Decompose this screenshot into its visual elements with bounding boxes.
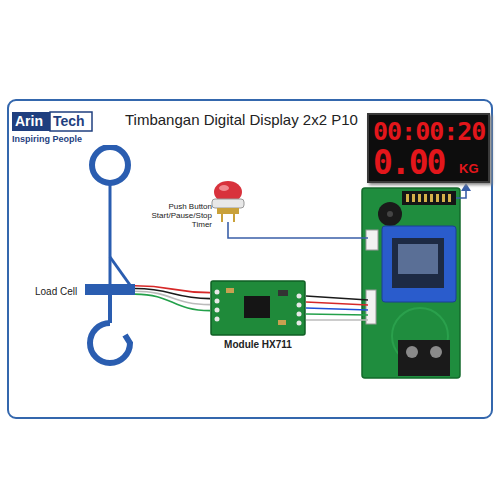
- node-label: Inspiring People: [12, 135, 82, 145]
- load-cell-art-part: [110, 257, 130, 285]
- hx711-module-art-part-part: [297, 312, 302, 317]
- push-button-art-part: [219, 185, 229, 191]
- push-button-art-part: [233, 214, 235, 222]
- controller-board-part: [382, 226, 456, 302]
- push-button-art-part: [212, 199, 244, 208]
- wire: [135, 294, 210, 311]
- controller-board-part: [387, 211, 393, 217]
- controller-board-part-part: [418, 194, 421, 202]
- node-label: Load Cell: [35, 286, 77, 297]
- controller-wires-part: [306, 319, 368, 321]
- load-cell-art-part: [85, 284, 135, 295]
- wire-bundle: [135, 286, 210, 311]
- controller-wires-part: [306, 308, 368, 310]
- company-logo: Arin TechInspiring People: [12, 110, 98, 150]
- controller-board-part: [402, 191, 456, 205]
- node-label: Module HX711: [210, 339, 306, 350]
- controller-board-part: [392, 238, 444, 288]
- controller-board-part: [406, 194, 451, 202]
- controller-board-part-part: [406, 194, 409, 202]
- display-arrowhead: [461, 183, 471, 191]
- push-button: Push Button Start/Pause/Stop Timer: [146, 178, 246, 242]
- hx711-module: Module HX711: [210, 280, 306, 352]
- node-label: KG: [459, 162, 479, 175]
- controller-board: [362, 188, 460, 378]
- wire: [135, 286, 210, 293]
- hx711-module-art-part: [215, 290, 302, 326]
- hx711-module-art-part-part: [297, 321, 302, 326]
- node-label: 00:00:20: [373, 119, 485, 144]
- controller-board-part: [366, 230, 378, 250]
- controller-board-part-part: [412, 194, 415, 202]
- load-cell-art-part: [109, 183, 112, 285]
- wire: [135, 289, 210, 299]
- load-cell: Load Cell: [30, 145, 135, 375]
- node-label: Arin: [15, 114, 43, 129]
- node-label: Push Button Start/Pause/Stop Timer: [146, 203, 212, 229]
- display-link: [456, 190, 466, 198]
- load-cell-art-part: [90, 323, 130, 363]
- hx711-module-art-part: [244, 296, 270, 318]
- load-cell-art-part: [108, 295, 112, 323]
- hx711-module-art-part-part: [215, 290, 220, 295]
- controller-wires-part: [306, 302, 368, 305]
- node-label: Tech: [53, 114, 85, 129]
- controller-board-part: [378, 202, 402, 226]
- company-logo-art-part: [50, 112, 92, 131]
- frame-border: [8, 100, 492, 418]
- controller-board-part: [398, 244, 438, 274]
- controller-board-part: [430, 346, 442, 358]
- diagram-title: Timbangan Digital Display 2x2 P10: [125, 112, 358, 129]
- hx711-module-art-part-part: [297, 303, 302, 308]
- push-button-art-part: [221, 214, 223, 222]
- hx711-module-art-part: [278, 320, 286, 325]
- hx711-module-art-part: [211, 281, 305, 335]
- controller-wires-part: [306, 296, 368, 300]
- controller-board-part-part: [424, 194, 427, 202]
- hx711-module-art-part: [226, 288, 234, 293]
- controller-board-part: [362, 188, 460, 378]
- controller-board-part-part: [436, 194, 439, 202]
- button-wire: [228, 222, 368, 238]
- push-button-art-part: [217, 208, 239, 214]
- load-cell-art: [30, 145, 135, 375]
- wire: [135, 291, 210, 304]
- hx711-module-art-part-part: [215, 308, 220, 313]
- controller-board-part-part: [442, 194, 445, 202]
- controller-board-part-part: [448, 194, 451, 202]
- hx711-module-art-part: [278, 290, 288, 296]
- controller-board-part: [398, 340, 450, 376]
- hx711-module-art-part-part: [215, 299, 220, 304]
- controller-wires: [306, 296, 368, 320]
- controller-board-part: [406, 346, 418, 358]
- controller-board-part-part: [430, 194, 433, 202]
- company-logo-art-part: [12, 112, 50, 131]
- led-display: 00:00:200.00 KG: [367, 113, 490, 183]
- hx711-module-art-part-part: [215, 317, 220, 322]
- hx711-module-art-part-part: [297, 294, 302, 299]
- node-label: 0.00: [373, 146, 444, 179]
- controller-wires-part: [306, 314, 368, 315]
- load-cell-art-part: [92, 147, 128, 183]
- controller-board-part: [366, 290, 376, 324]
